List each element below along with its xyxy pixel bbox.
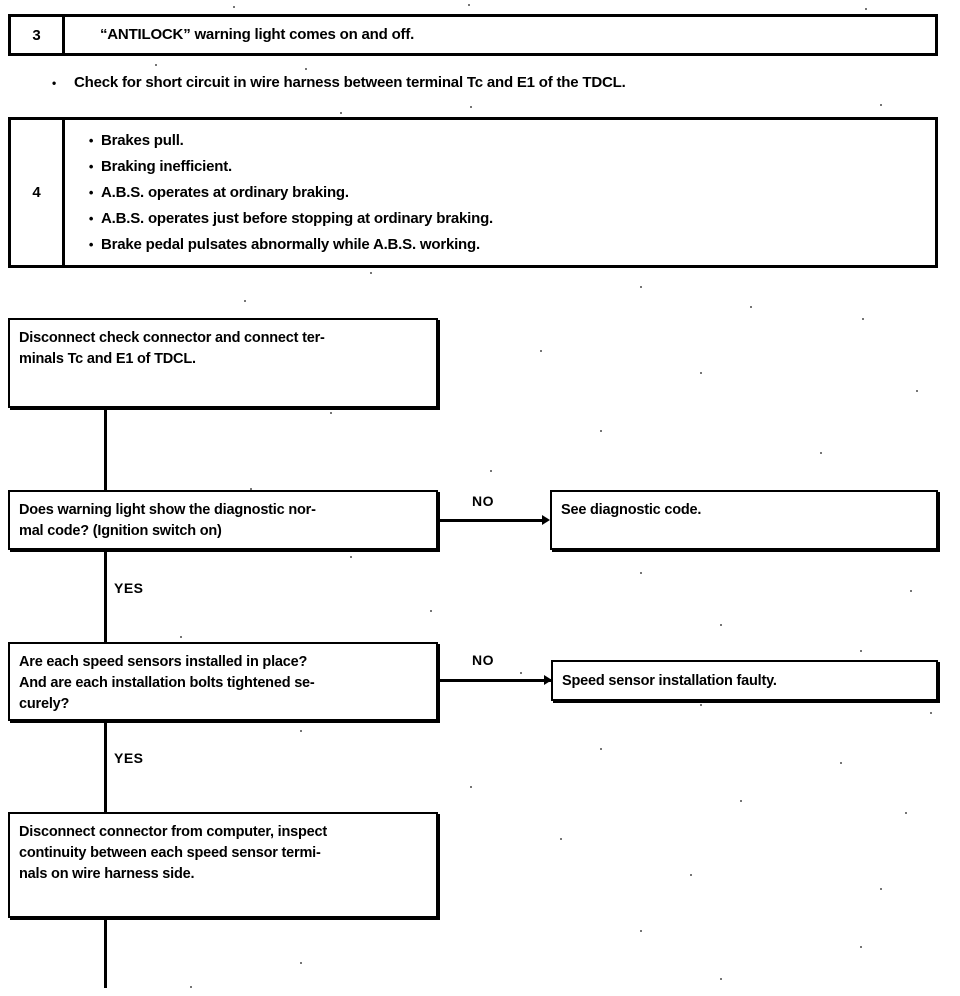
arrow-head-icon xyxy=(542,515,550,525)
box-line: minals Tc and E1 of TDCL. xyxy=(19,351,196,367)
symptom-text: “ANTILOCK” warning light comes on and of… xyxy=(100,26,415,43)
flowchart-box-step-1: Disconnect check connector and connect t… xyxy=(8,318,438,408)
connector-step2-to-next-page xyxy=(104,916,107,988)
box-line: mal code? (Ignition switch on) xyxy=(19,523,222,539)
symptom-table-3: 3 “ANTILOCK” warning light comes on and … xyxy=(8,14,938,56)
symptom-body-cell: “ANTILOCK” warning light comes on and of… xyxy=(65,17,935,53)
list-item-label: A.B.S. operates at ordinary braking. xyxy=(101,183,349,201)
bullet-icon: • xyxy=(88,184,94,200)
symptom-number-cell: 4 xyxy=(11,120,65,265)
box-line: And are each installation bolts tightene… xyxy=(19,675,315,691)
branch-label-yes-2: YES xyxy=(114,750,144,766)
flowchart-box-step-2: Disconnect connector from computer, insp… xyxy=(8,812,438,918)
symptom-number-cell: 3 xyxy=(11,17,65,53)
symptom-table-4: 4 • Brakes pull. • Braking inefficient. … xyxy=(8,117,938,268)
flowchart-box-result-2: Speed sensor installation faulty. xyxy=(551,660,938,701)
connector-decision2-to-result2 xyxy=(438,679,552,682)
box-line: nals on wire harness side. xyxy=(19,866,195,882)
list-item-label: A.B.S. operates just before stopping at … xyxy=(101,209,493,227)
box-line: See diagnostic code. xyxy=(561,502,702,518)
flowchart-box-result-1: See diagnostic code. xyxy=(550,490,938,550)
bullet-icon: • xyxy=(88,158,94,174)
list-item-label: Braking inefficient. xyxy=(101,157,233,175)
box-line: Disconnect connector from computer, insp… xyxy=(19,824,328,840)
bullet-icon: • xyxy=(52,76,57,90)
note-bullet-row: • Check for short circuit in wire harnes… xyxy=(52,74,626,91)
box-line: Does warning light show the diagnostic n… xyxy=(19,502,316,518)
list-item: • Brakes pull. xyxy=(81,128,935,154)
symptom-body-cell: • Brakes pull. • Braking inefficient. • … xyxy=(65,120,935,265)
box-line: Disconnect check connector and connect t… xyxy=(19,330,325,346)
connector-decision1-to-decision2 xyxy=(104,549,107,644)
box-line: curely? xyxy=(19,696,70,712)
list-item-label: Brake pedal pulsates abnormally while A.… xyxy=(101,235,480,253)
connector-decision1-to-result1 xyxy=(438,519,544,522)
branch-label-yes-1: YES xyxy=(114,580,144,596)
arrow-head-icon xyxy=(544,675,552,685)
connector-step1-to-decision1 xyxy=(104,406,107,492)
branch-label-no-2: NO xyxy=(472,652,494,668)
list-item: • Braking inefficient. xyxy=(81,154,935,180)
box-line: continuity between each speed sensor ter… xyxy=(19,845,321,861)
list-item: • A.B.S. operates at ordinary braking. xyxy=(81,180,935,206)
list-item: • Brake pedal pulsates abnormally while … xyxy=(81,232,935,258)
connector-decision2-to-step2 xyxy=(104,719,107,814)
flowchart-box-decision-1: Does warning light show the diagnostic n… xyxy=(8,490,438,550)
list-item-label: Brakes pull. xyxy=(101,131,184,149)
box-line: Are each speed sensors installed in plac… xyxy=(19,654,308,670)
flowchart-box-decision-2: Are each speed sensors installed in plac… xyxy=(8,642,438,721)
branch-label-no-1: NO xyxy=(472,493,494,509)
note-text: Check for short circuit in wire harness … xyxy=(74,74,626,91)
list-item: • A.B.S. operates just before stopping a… xyxy=(81,206,935,232)
bullet-icon: • xyxy=(88,132,94,148)
bullet-icon: • xyxy=(88,236,94,252)
bullet-icon: • xyxy=(88,210,94,226)
box-line: Speed sensor installation faulty. xyxy=(562,673,777,689)
